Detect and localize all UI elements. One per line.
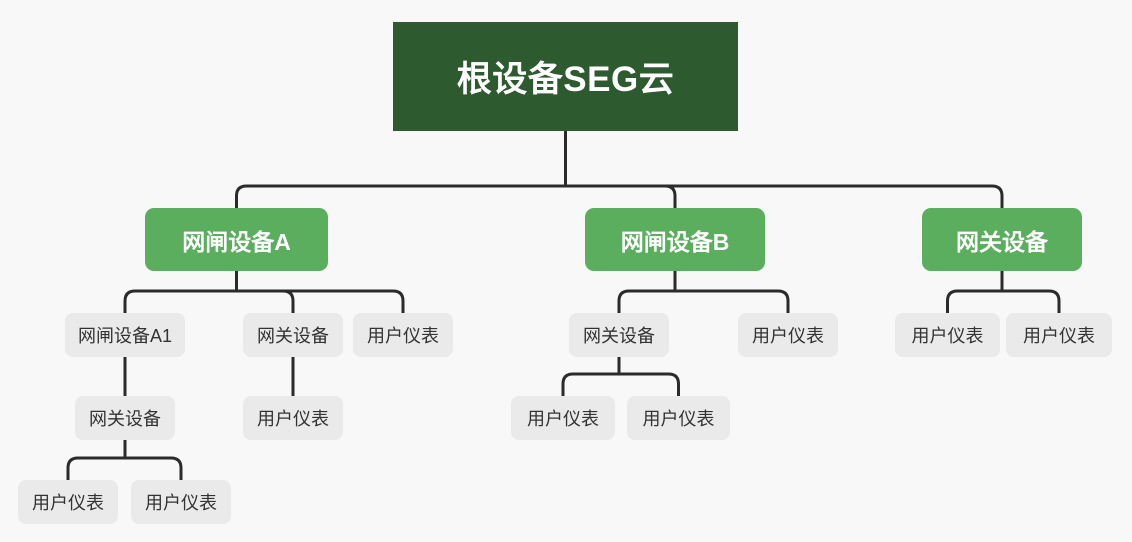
tree-node-label: 网闸设备B [620, 228, 730, 255]
tree-node[interactable]: 网闸设备B [585, 208, 765, 271]
tree-node[interactable]: 网关设备 [569, 313, 669, 357]
tree-node[interactable]: 用户仪表 [511, 396, 615, 440]
tree-node[interactable]: 用户仪表 [1006, 313, 1112, 357]
tree-connector [946, 289, 1002, 313]
tree-node-label: 用户仪表 [1023, 326, 1095, 346]
tree-node[interactable]: 网关设备 [243, 313, 343, 357]
tree-node-label: 网闸设备A1 [77, 326, 173, 346]
tree-connector [123, 289, 237, 313]
tree-node-label: 用户仪表 [32, 493, 104, 513]
tree-node-label: 网关设备 [956, 228, 1048, 255]
tree-connector [236, 289, 295, 313]
tree-connector [125, 456, 183, 480]
tree-connector [565, 184, 677, 208]
tree-node[interactable]: 网关设备 [75, 396, 175, 440]
tree-node-label: 用户仪表 [367, 326, 439, 346]
tree-node[interactable]: 用户仪表 [18, 480, 118, 524]
tree-node[interactable]: 网关设备 [922, 208, 1082, 271]
tree-node[interactable]: 用户仪表 [895, 313, 1000, 357]
tree-node[interactable]: 网闸设备A1 [65, 313, 185, 357]
tree-node[interactable]: 用户仪表 [243, 396, 343, 440]
tree-node[interactable]: 用户仪表 [627, 396, 730, 440]
tree-node-label: 根设备SEG云 [456, 60, 675, 99]
tree-node-root[interactable]: 根设备SEG云 [393, 22, 738, 131]
tree-node-label: 网关设备 [257, 326, 329, 346]
tree-connector [235, 184, 566, 208]
tree-node-label: 网闸设备A [182, 228, 291, 255]
tree-node[interactable]: 用户仪表 [131, 480, 231, 524]
tree-node-label: 网关设备 [89, 409, 161, 429]
tree-node[interactable]: 用户仪表 [353, 313, 453, 357]
tree-connector [617, 289, 675, 313]
tree-connector [565, 184, 1004, 208]
tree-node[interactable]: 网闸设备A [145, 208, 328, 271]
tree-connector [619, 372, 680, 396]
tree-connector [561, 372, 619, 396]
tree-connector [66, 456, 125, 480]
tree-node-label: 用户仪表 [527, 409, 599, 429]
tree-node-label: 用户仪表 [257, 409, 329, 429]
tree-node-label: 用户仪表 [752, 326, 824, 346]
tree-node-label: 用户仪表 [145, 493, 217, 513]
tree-connector [236, 289, 405, 313]
tree-node-label: 网关设备 [583, 326, 655, 346]
tree-connector [675, 289, 790, 313]
tree-connector [1002, 289, 1061, 313]
tree-node-label: 用户仪表 [911, 326, 984, 346]
tree-node-label: 用户仪表 [642, 409, 715, 429]
tree-node[interactable]: 用户仪表 [738, 313, 838, 357]
